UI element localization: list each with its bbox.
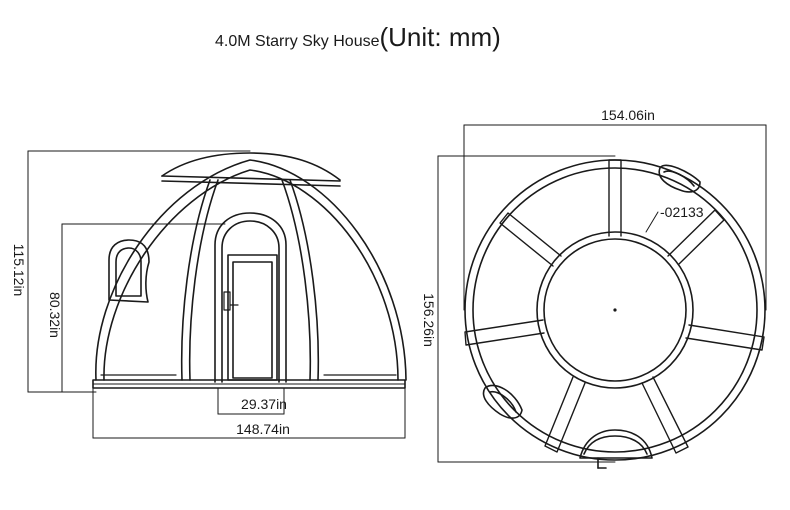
window-height-label: 80.32in (47, 292, 63, 338)
door-width-label: 29.37in (241, 396, 287, 412)
top-vent (658, 164, 701, 193)
top-view-dome (464, 159, 766, 469)
front-view-dome (92, 152, 407, 389)
entry-door (214, 212, 287, 383)
top-width-label: 154.06in (601, 107, 655, 123)
drawing-title: 4.0M Starry Sky House(Unit: mm) (215, 22, 501, 53)
product-title: 4.0M Starry Sky House (215, 33, 380, 50)
top-depth-label: 156.26in (421, 293, 437, 347)
overall-height-label: 115.12in (11, 244, 27, 297)
top-door (579, 429, 653, 459)
radial-ribs (464, 159, 765, 454)
front-dimensions (27, 150, 406, 439)
part-code-label: -02133 (660, 204, 704, 220)
door-handle (223, 291, 231, 311)
window-frame (108, 239, 150, 303)
unit-note: (Unit: mm) (379, 22, 501, 52)
side-vent (482, 384, 523, 419)
base-width-label: 148.74in (236, 421, 290, 437)
top-dimensions (437, 124, 767, 463)
